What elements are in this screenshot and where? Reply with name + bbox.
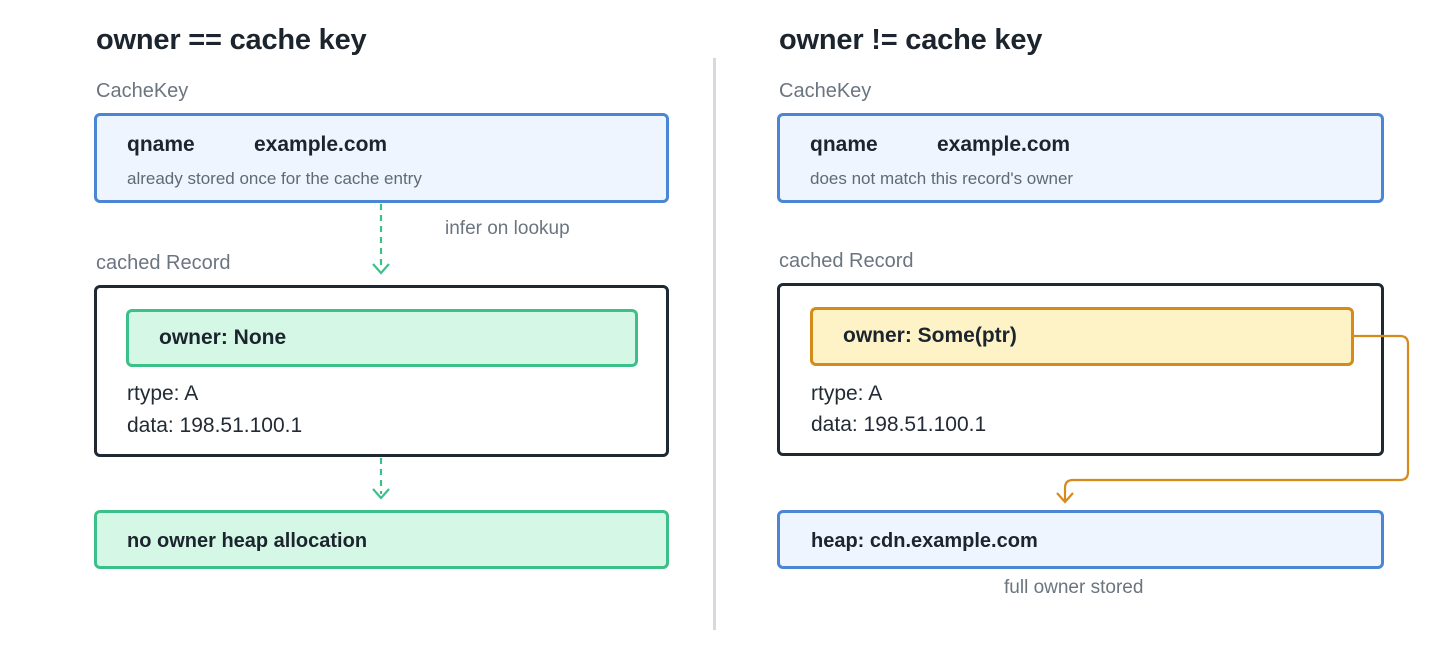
right-data-text: data: 198.51.100.1	[811, 413, 987, 436]
right-qname-field: qname	[810, 133, 878, 156]
right-cachekey-box: qname example.com does not match this re…	[777, 113, 1384, 203]
no-heap-allocation-text: no owner heap allocation	[127, 530, 368, 552]
right-record-label: cached Record	[779, 250, 914, 272]
infer-arrow	[372, 204, 390, 275]
right-owner-ptr-field: owner: Some(ptr)	[810, 307, 1354, 366]
left-qname-field: qname	[127, 133, 195, 156]
left-cachekey-box: qname example.com already stored once fo…	[94, 113, 669, 203]
no-heap-arrow	[372, 458, 390, 500]
panel-divider	[713, 58, 716, 630]
left-record-box: owner: None rtype: A data: 198.51.100.1	[94, 285, 669, 457]
full-owner-stored-caption: full owner stored	[1004, 577, 1144, 598]
right-rtype-text: rtype: A	[811, 382, 883, 405]
right-record-box: owner: Some(ptr) rtype: A data: 198.51.1…	[777, 283, 1384, 456]
infer-on-lookup-label: infer on lookup	[445, 218, 570, 239]
no-heap-allocation-box: no owner heap allocation	[94, 510, 669, 569]
right-qname-value: example.com	[937, 133, 1071, 156]
right-owner-text: owner: Some(ptr)	[843, 324, 1017, 347]
left-cachekey-label: CacheKey	[96, 80, 189, 102]
right-cachekey-note: does not match this record's owner	[810, 169, 1074, 188]
left-rtype-text: rtype: A	[127, 382, 199, 405]
left-owner-text: owner: None	[159, 326, 287, 349]
left-heading: owner == cache key	[96, 24, 367, 56]
heap-owner-box: heap: cdn.example.com	[777, 510, 1384, 569]
right-heading: owner != cache key	[779, 24, 1043, 56]
left-qname-value: example.com	[254, 133, 388, 156]
left-data-text: data: 198.51.100.1	[127, 414, 303, 437]
right-cachekey-label: CacheKey	[779, 80, 872, 102]
left-record-label: cached Record	[96, 252, 231, 274]
left-cachekey-note: already stored once for the cache entry	[127, 169, 422, 188]
heap-owner-text: heap: cdn.example.com	[811, 530, 1038, 552]
left-owner-none-field: owner: None	[126, 309, 638, 367]
